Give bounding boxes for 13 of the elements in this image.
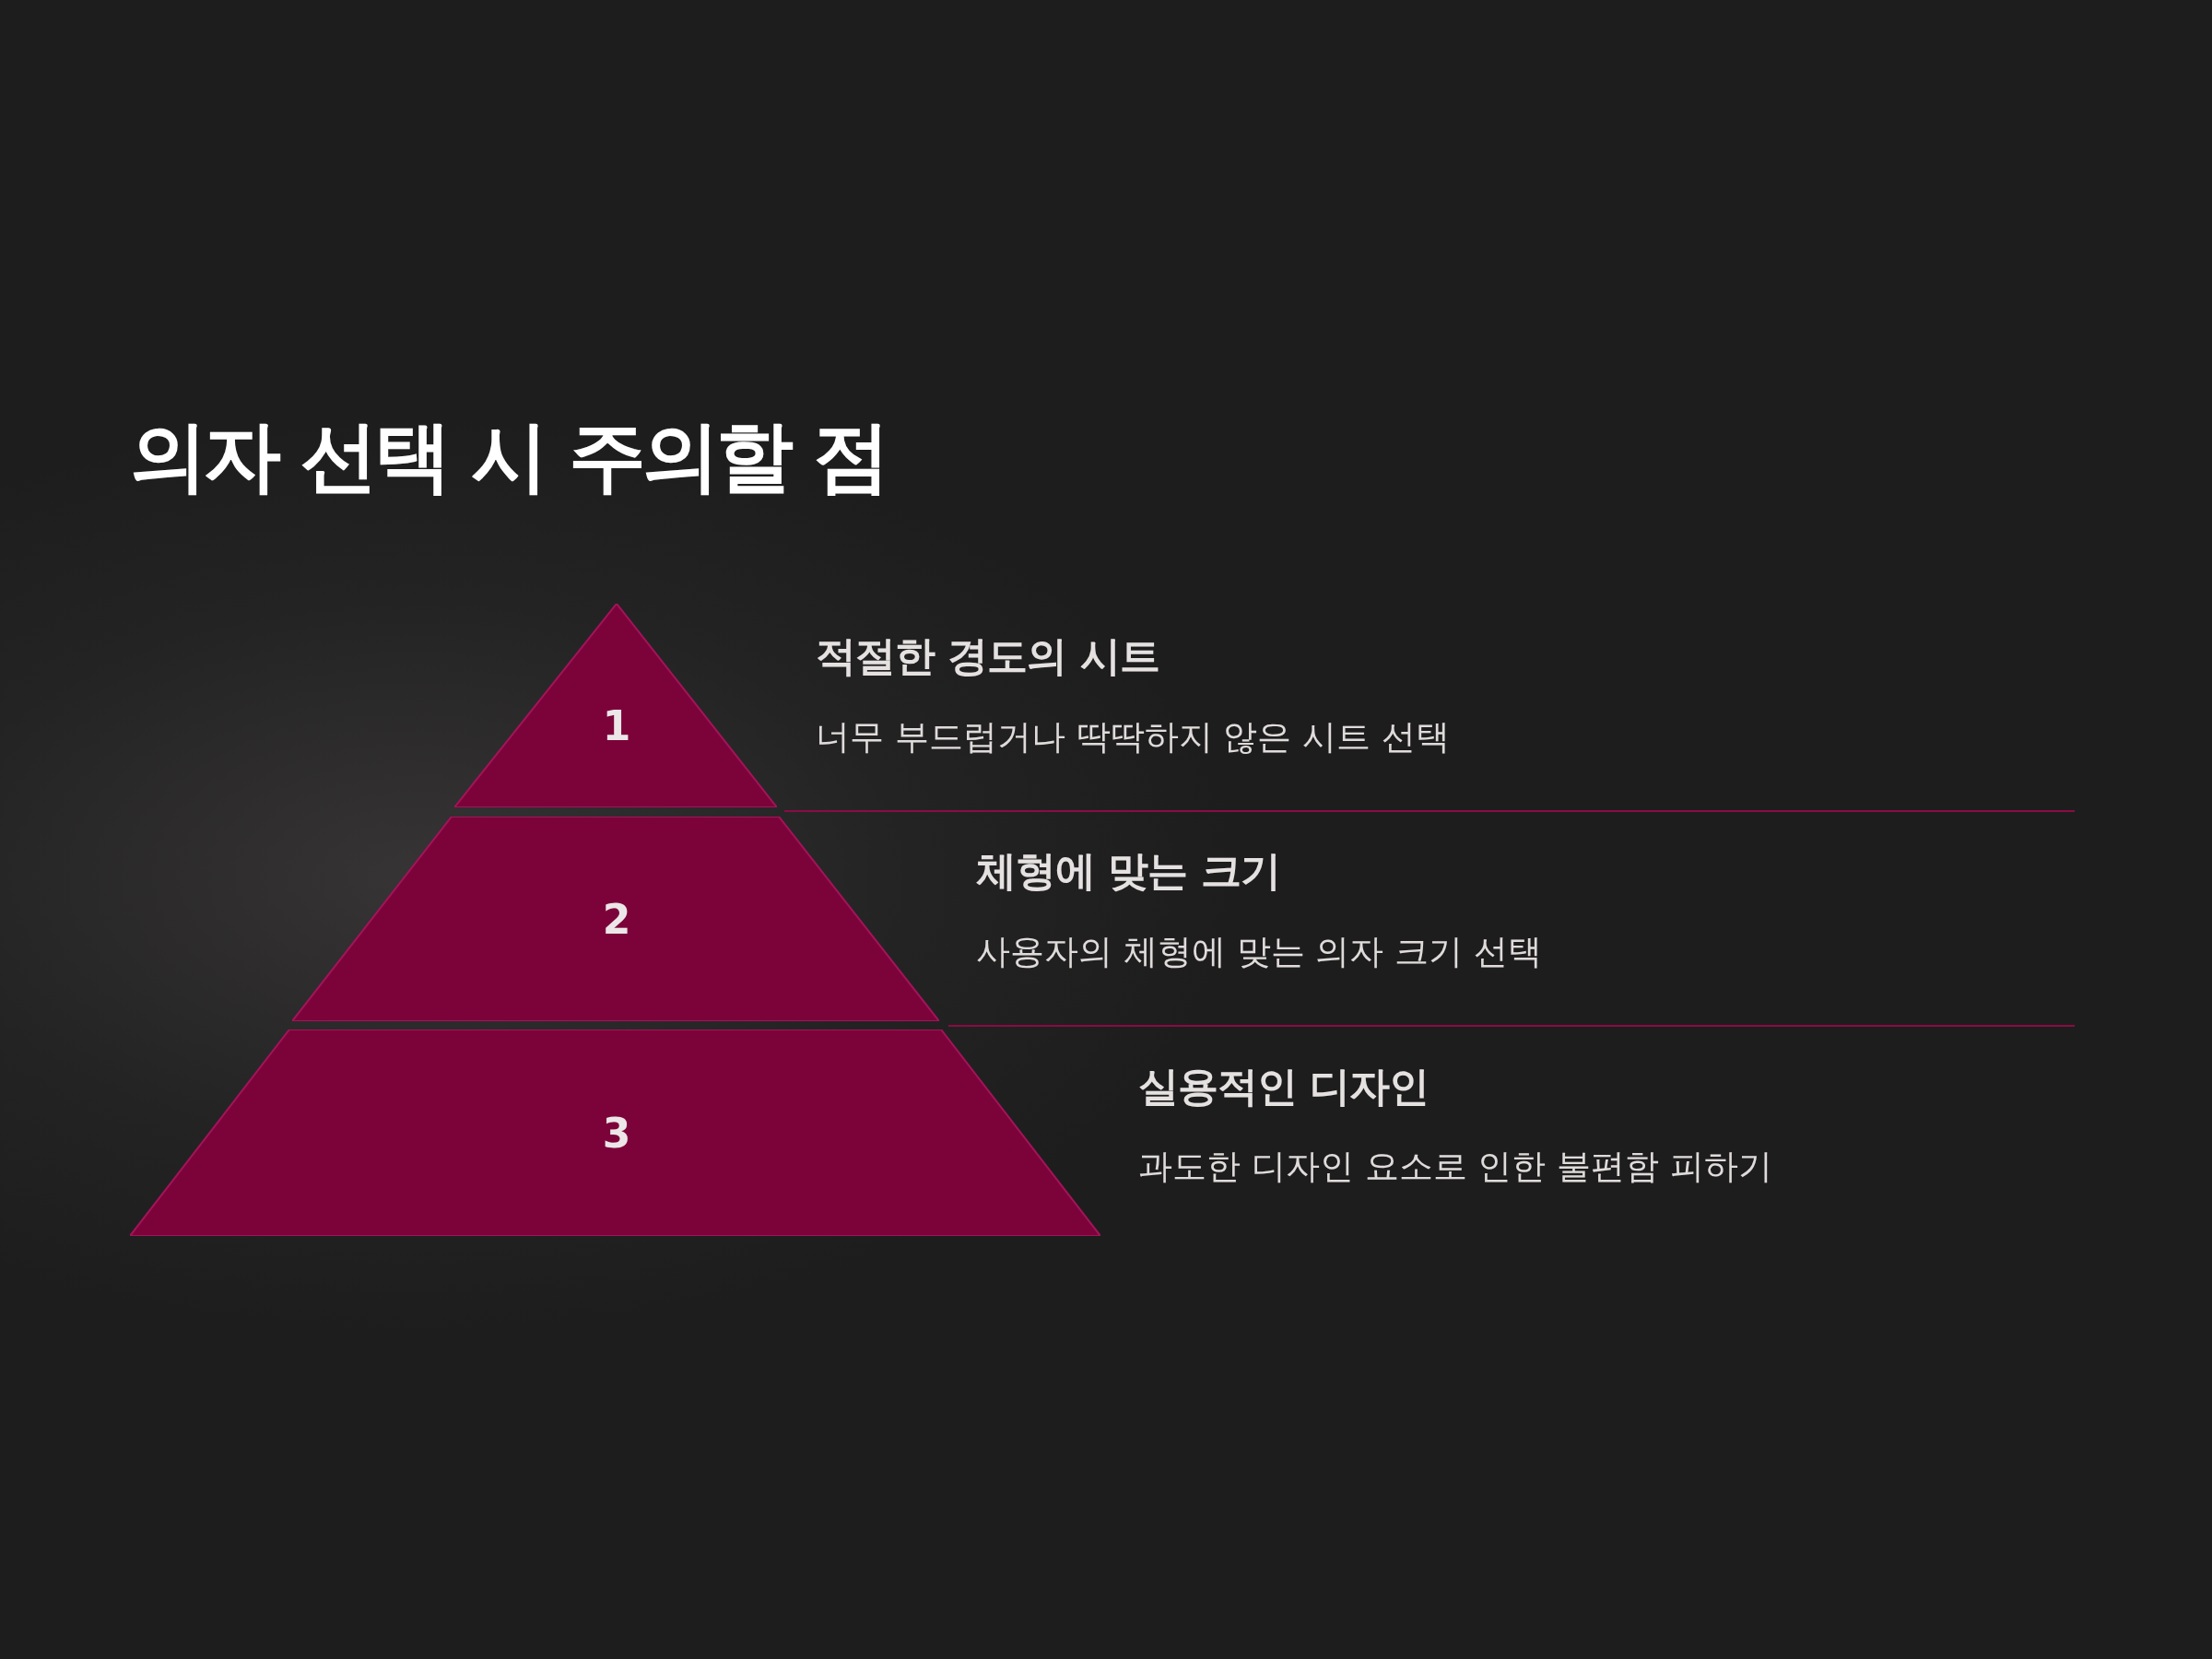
- pyramid-level: [292, 817, 939, 1021]
- level-heading: 체형에 맞는 크기: [976, 846, 1280, 896]
- level-number: 1: [602, 701, 631, 748]
- level-description: 너무 부드럽거나 딱딱하지 않은 시트 선택: [816, 716, 1450, 759]
- title: 의자 선택 시 주의할 점: [130, 410, 887, 503]
- pyramid-level: [130, 1030, 1100, 1236]
- level-heading: 적절한 경도의 시트: [816, 631, 1159, 681]
- level-number: 2: [602, 895, 631, 943]
- level-description: 과도한 디자인 요소로 인한 불편함 피하기: [1138, 1146, 1772, 1188]
- pyramid-level: [454, 604, 777, 807]
- level-heading: 실용적인 디자인: [1138, 1062, 1430, 1112]
- level-number: 3: [602, 1109, 631, 1157]
- level-description: 사용자의 체형에 맞는 의자 크기 선택: [976, 931, 1542, 973]
